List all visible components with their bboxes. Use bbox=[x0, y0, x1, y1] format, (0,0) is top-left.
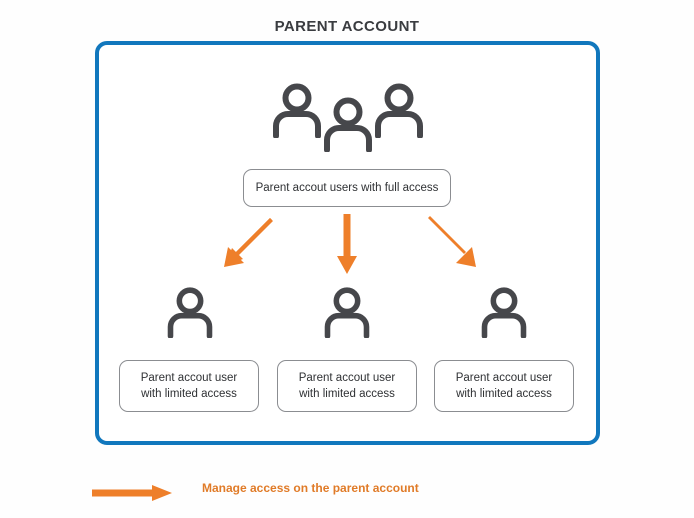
group-of-three-users-icon bbox=[268, 82, 428, 152]
single-user-icon bbox=[319, 96, 377, 152]
single-user-icon bbox=[268, 82, 326, 138]
limited-access-label: Parent accout user with limited access bbox=[298, 372, 396, 400]
legend: Manage access on the parent account bbox=[92, 478, 612, 506]
legend-label: Manage access on the parent account bbox=[202, 481, 419, 495]
limited-access-label-box: Parent accout user with limited access bbox=[119, 360, 259, 412]
right-arrow-icon bbox=[92, 485, 172, 501]
single-user-icon bbox=[320, 286, 374, 338]
single-user-icon bbox=[163, 286, 217, 338]
full-access-label-box: Parent accout users with full access bbox=[243, 169, 451, 207]
limited-access-label-box: Parent accout user with limited access bbox=[434, 360, 574, 412]
full-access-label: Parent accout users with full access bbox=[255, 182, 439, 194]
arrow-to-right-limited-user bbox=[428, 216, 476, 267]
limited-access-label-box: Parent accout user with limited access bbox=[277, 360, 417, 412]
limited-access-label: Parent accout user with limited access bbox=[455, 372, 553, 400]
arrow-to-left-limited-user bbox=[224, 218, 273, 267]
limited-access-label: Parent accout user with limited access bbox=[140, 372, 238, 400]
single-user-icon bbox=[370, 82, 428, 138]
page-title: PARENT ACCOUNT bbox=[274, 18, 420, 35]
arrow-to-center-limited-user bbox=[337, 214, 357, 274]
single-user-icon bbox=[477, 286, 531, 338]
